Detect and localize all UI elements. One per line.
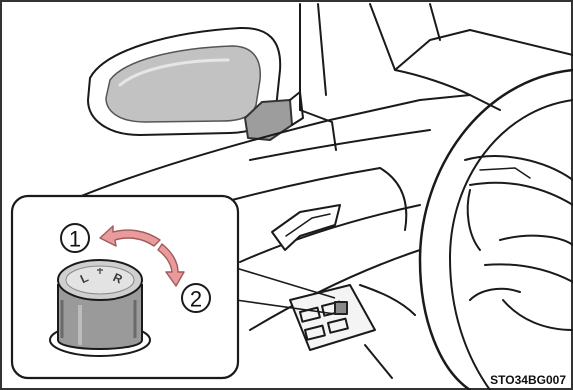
mirror-switch-knob-small <box>335 302 347 314</box>
callout-1: 1 <box>61 224 89 252</box>
callout-1-number: 1 <box>69 227 81 252</box>
callout-2: 2 <box>182 284 210 312</box>
callout-2-number: 2 <box>190 287 202 312</box>
mirror-switch-knob: L R <box>50 260 150 356</box>
figure-code: STO34BG007 <box>490 373 566 387</box>
